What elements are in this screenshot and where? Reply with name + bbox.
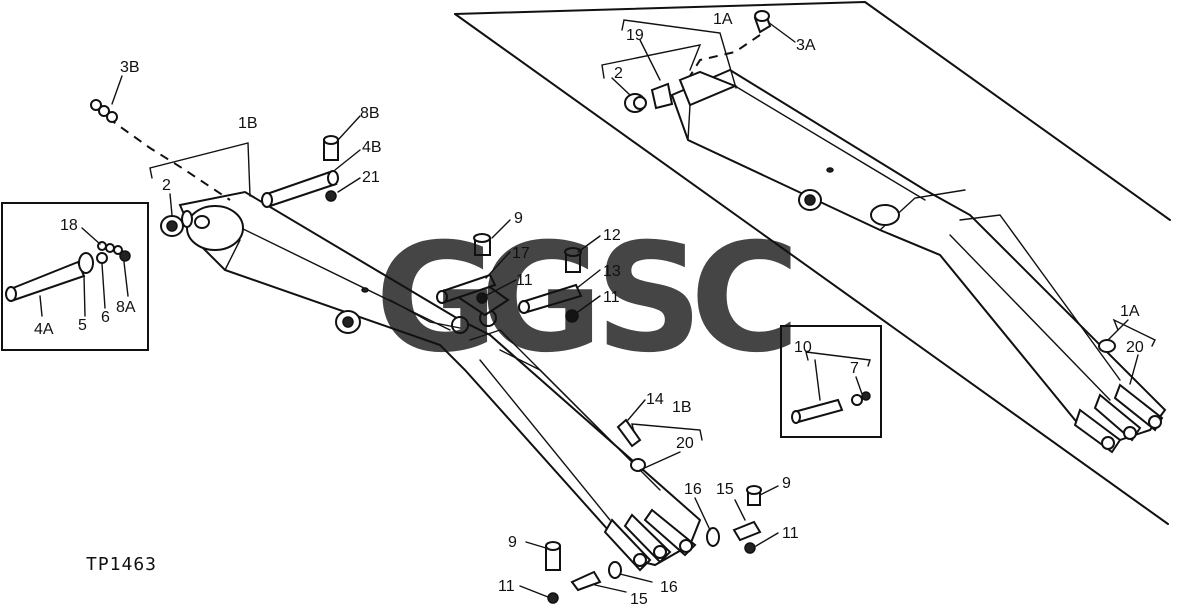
callout-18: 18 [60,217,78,234]
callout-1a-top: 1A [713,11,733,28]
callout-15-bottom: 15 [630,591,648,606]
callout-2-left: 2 [162,177,171,194]
inset-left [1,202,149,351]
callout-1a-right: 1A [1120,303,1140,320]
callout-11-mid2: 11 [603,289,620,306]
callout-9-right: 9 [782,475,791,492]
leader-lines [39,19,1156,598]
callout-21: 21 [362,169,380,186]
callout-9-bottom: 9 [508,534,517,551]
callout-16-bottom: 16 [660,579,678,596]
callout-20-bottom: 20 [676,435,694,452]
callout-5: 5 [78,317,87,334]
callout-10: 10 [794,339,812,356]
callout-11-bottom: 11 [498,578,515,595]
watermark-letter-2: G [480,212,603,386]
watermark-letter-1: G [375,212,498,386]
callout-7: 7 [850,360,859,377]
pin-set-12-13-11 [518,247,583,323]
callout-11-mid: 11 [516,272,533,289]
callout-labels: 3B 1B 8B 4B 21 2 18 4A 5 6 8A 9 17 11 12… [34,11,1144,608]
rear-boom-assembly [454,1,1171,525]
inset-right [780,325,882,438]
watermark-letter-4: C [690,212,800,386]
callout-12: 12 [603,227,621,244]
callout-15-a: 15 [716,481,734,498]
callout-1b-bottom: 1B [672,399,692,416]
callout-1b-top: 1B [238,115,258,132]
callout-19: 19 [626,27,644,44]
callout-4a: 4A [34,321,54,338]
callout-20-right: 20 [1126,339,1144,356]
bottom-fastener-set [545,485,762,604]
front-boom-assembly [160,190,702,572]
callout-17: 17 [512,245,530,262]
callout-11-right: 11 [782,525,799,542]
callout-3a: 3A [796,37,816,54]
callout-9-mid: 9 [514,210,523,227]
callout-14: 14 [646,391,664,408]
watermark-letter-3: S [595,212,703,386]
callout-2-right: 2 [614,65,623,82]
pin-set-9-17-11 [436,233,497,304]
pin-set-8b-4b-21 [261,135,339,208]
callout-4b: 4B [362,139,382,156]
callout-16-a: 16 [684,481,702,498]
callout-13: 13 [603,263,621,280]
grease-fitting-3b [90,99,118,123]
figure-code: TP1463 [86,554,157,575]
watermark: G G S C [375,212,800,386]
callout-8b: 8B [360,105,380,122]
callout-8a: 8A [116,299,136,316]
leader-dashed-3b [107,117,231,201]
callout-6: 6 [101,309,110,326]
callout-3b: 3B [120,59,140,76]
